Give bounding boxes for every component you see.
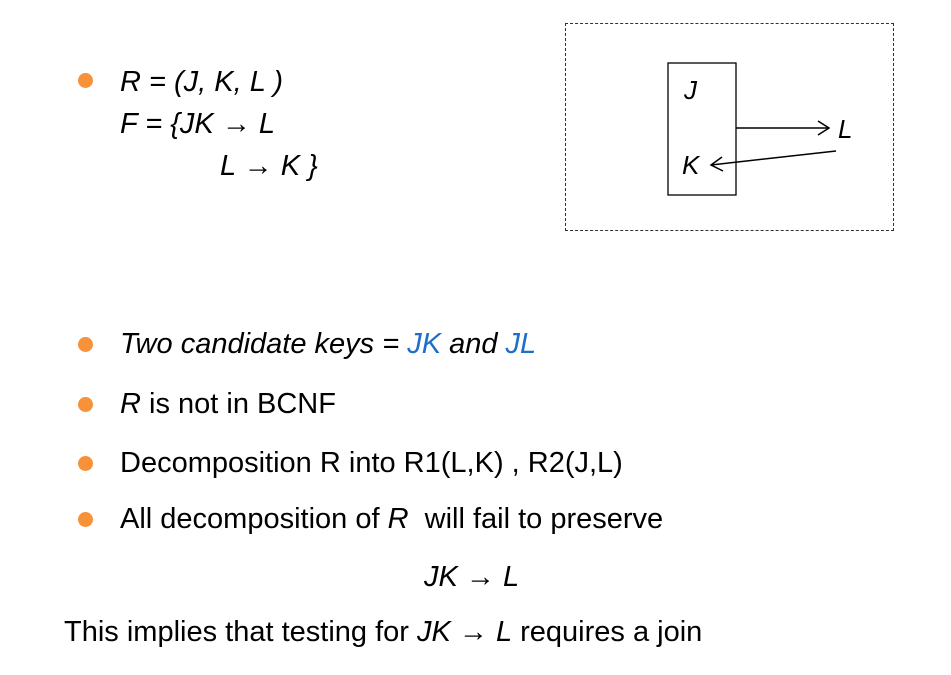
bcnf-line: R is not in BCNF xyxy=(120,390,336,419)
bullet-dot xyxy=(78,73,93,88)
conclusion-line: This implies that testing for JK → L req… xyxy=(64,618,702,647)
bullet-dot xyxy=(78,512,93,527)
key-jk: JK xyxy=(407,328,442,360)
text: Decomposition R into R1(L,K) , R2(J,L) xyxy=(120,447,623,479)
fd: JK → L xyxy=(416,616,513,648)
text: R xyxy=(120,388,141,420)
jk-box xyxy=(667,62,737,196)
text: All decomposition of xyxy=(120,503,388,535)
fd-diagram-svg xyxy=(667,62,837,196)
text: and xyxy=(441,328,506,360)
centered-fd: JK → L xyxy=(424,561,520,593)
preserve-line: All decomposition of R will fail to pres… xyxy=(120,505,663,534)
text: Two candidate keys = xyxy=(120,328,408,360)
bullet-dot xyxy=(78,337,93,352)
key-jl: JL xyxy=(505,328,537,360)
fd-set-line1: F = {JK → L xyxy=(120,108,276,140)
bullet-dot xyxy=(78,456,93,471)
text: requires a join xyxy=(512,616,703,648)
fd-diagram: J K L xyxy=(565,23,894,231)
text: will fail to preserve xyxy=(408,503,664,535)
fd-set-line2: L → K } xyxy=(220,150,318,182)
arrow-l-to-k xyxy=(710,150,837,166)
text: is not in BCNF xyxy=(140,388,336,420)
attribute-l: L xyxy=(838,114,853,144)
relation-schema: R = (J, K, L ) xyxy=(120,66,284,98)
arrow-head-l xyxy=(817,120,831,136)
text: This implies that testing for xyxy=(64,616,417,648)
arrow-head-k xyxy=(709,156,724,172)
text: R xyxy=(387,503,409,535)
bullet-dot xyxy=(78,397,93,412)
attribute-k: K xyxy=(682,150,700,180)
candidate-keys-line: Two candidate keys = JK and JL xyxy=(120,330,536,359)
decomposition-line: Decomposition R into R1(L,K) , R2(J,L) xyxy=(120,449,623,478)
attribute-j: J xyxy=(684,75,697,105)
